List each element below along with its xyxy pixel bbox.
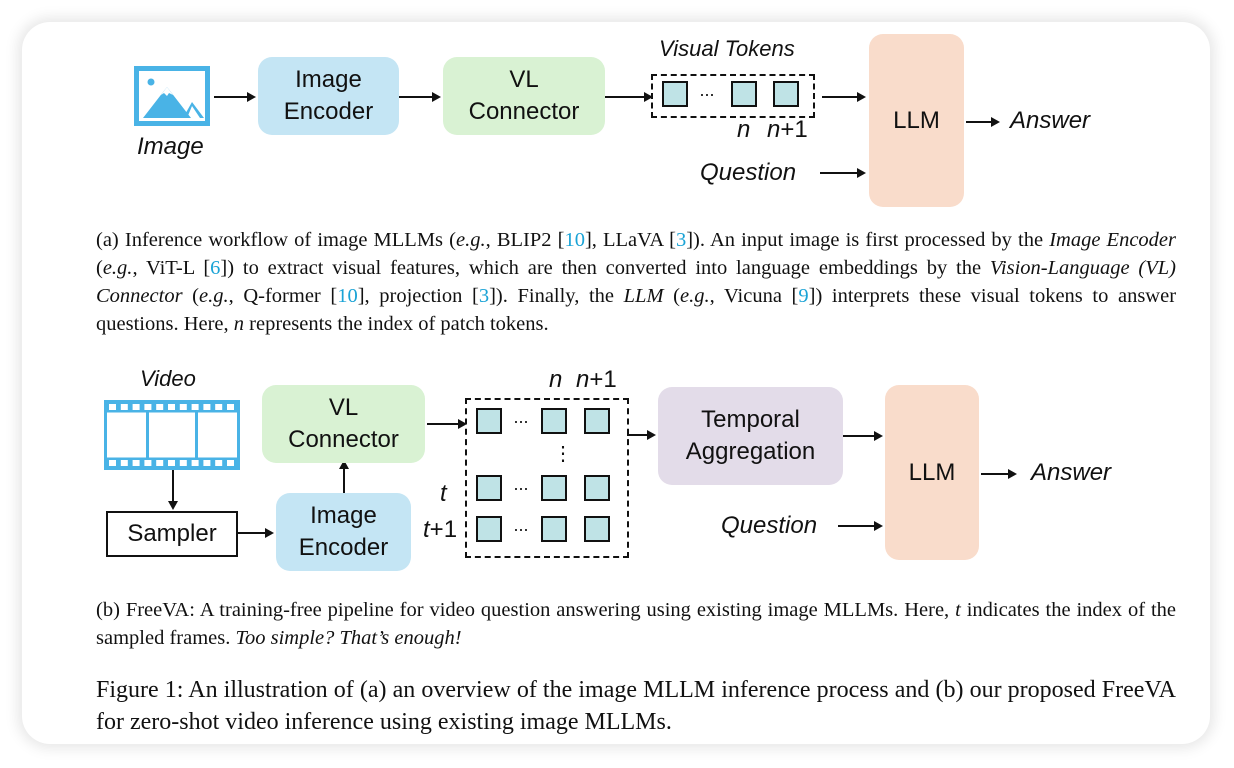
sprocket-hole (168, 404, 175, 410)
arrow (966, 117, 1000, 127)
vertical-ellipsis: ⋮ (553, 443, 573, 465)
sprocket-hole (179, 460, 187, 466)
llm-box: LLM (869, 34, 964, 207)
visual-token (584, 475, 610, 501)
visual-tokens-label: Visual Tokens (659, 36, 795, 61)
token-grid-group (465, 398, 629, 558)
sprocket-hole (144, 404, 152, 410)
arrow (981, 469, 1017, 479)
token-ellipsis: ··· (513, 411, 529, 431)
visual-token (476, 408, 502, 434)
sprocket-hole (215, 404, 223, 410)
row-index-t1: t+1 (423, 516, 458, 543)
sprocket-hole (109, 460, 116, 466)
answer-label: Answer (1031, 459, 1112, 486)
citation[interactable]: 10 (564, 229, 585, 251)
visual-token-n (731, 81, 757, 107)
sprocket-hole (144, 460, 152, 466)
arrow (820, 168, 866, 178)
sprocket-hole (191, 460, 199, 466)
token-index-n1: n+1 (767, 116, 808, 143)
arrow (339, 460, 349, 493)
sprocket-hole (109, 404, 116, 410)
visual-token (584, 516, 610, 542)
caption-a: (a) Inference workflow of image MLLMs (e… (96, 229, 1177, 335)
citation[interactable]: 3 (478, 285, 490, 307)
sprocket-hole (203, 460, 211, 466)
citation[interactable]: 10 (337, 285, 358, 307)
arrow (843, 431, 883, 441)
sprocket-hole (227, 460, 234, 466)
visual-token (662, 81, 688, 107)
sprocket-hole (132, 460, 140, 466)
arrow (214, 92, 256, 102)
sprocket-hole (120, 460, 128, 466)
visual-token (541, 475, 567, 501)
citation[interactable]: 3 (675, 229, 687, 251)
sprocket-hole (191, 404, 199, 410)
visual-token (584, 408, 610, 434)
sprocket-hole (168, 460, 175, 466)
arrow (838, 521, 883, 531)
sprocket-hole (215, 460, 223, 466)
sprocket-hole (156, 460, 164, 466)
visual-token (541, 516, 567, 542)
col-index-n: n (549, 366, 563, 393)
visual-token (476, 516, 502, 542)
sprocket-hole (179, 404, 187, 410)
caption-b: (b) FreeVA: A training-free pipeline for… (96, 599, 1176, 649)
arrow (822, 92, 866, 102)
arrow (427, 419, 467, 429)
film-strip-icon (104, 400, 240, 470)
row-index-t: t (440, 480, 447, 507)
arrow (627, 430, 656, 440)
token-index-n: n (737, 116, 751, 143)
arrow (605, 92, 653, 102)
sprocket-hole (120, 404, 128, 410)
question-label: Question (700, 159, 797, 186)
figure-caption: Figure 1: An illustration of (a) an over… (96, 677, 1176, 735)
arrow (168, 470, 178, 510)
visual-token (476, 475, 502, 501)
token-ellipsis: ··· (513, 478, 529, 498)
question-label: Question (721, 512, 818, 539)
image-input-label: Image (137, 133, 204, 160)
col-index-n1: n+1 (576, 366, 617, 393)
sprocket-hole (156, 404, 164, 410)
sprocket-hole (227, 404, 234, 410)
llm-box: LLM (885, 385, 979, 560)
figure-card (22, 22, 1210, 744)
image-icon (134, 66, 210, 126)
visual-tokens-group (651, 74, 815, 118)
answer-label: Answer (1010, 107, 1091, 134)
visual-token (541, 408, 567, 434)
sprocket-hole (132, 404, 140, 410)
arrow (236, 528, 274, 538)
citation[interactable]: 6 (210, 257, 221, 279)
video-input-label: Video (140, 366, 196, 391)
citation[interactable]: 9 (798, 285, 809, 307)
visual-token-n1 (773, 81, 799, 107)
sampler-box: Sampler (106, 511, 238, 557)
sprocket-hole (203, 404, 211, 410)
token-ellipsis: ··· (513, 519, 529, 539)
token-ellipsis: ··· (699, 84, 715, 104)
arrow (399, 92, 441, 102)
